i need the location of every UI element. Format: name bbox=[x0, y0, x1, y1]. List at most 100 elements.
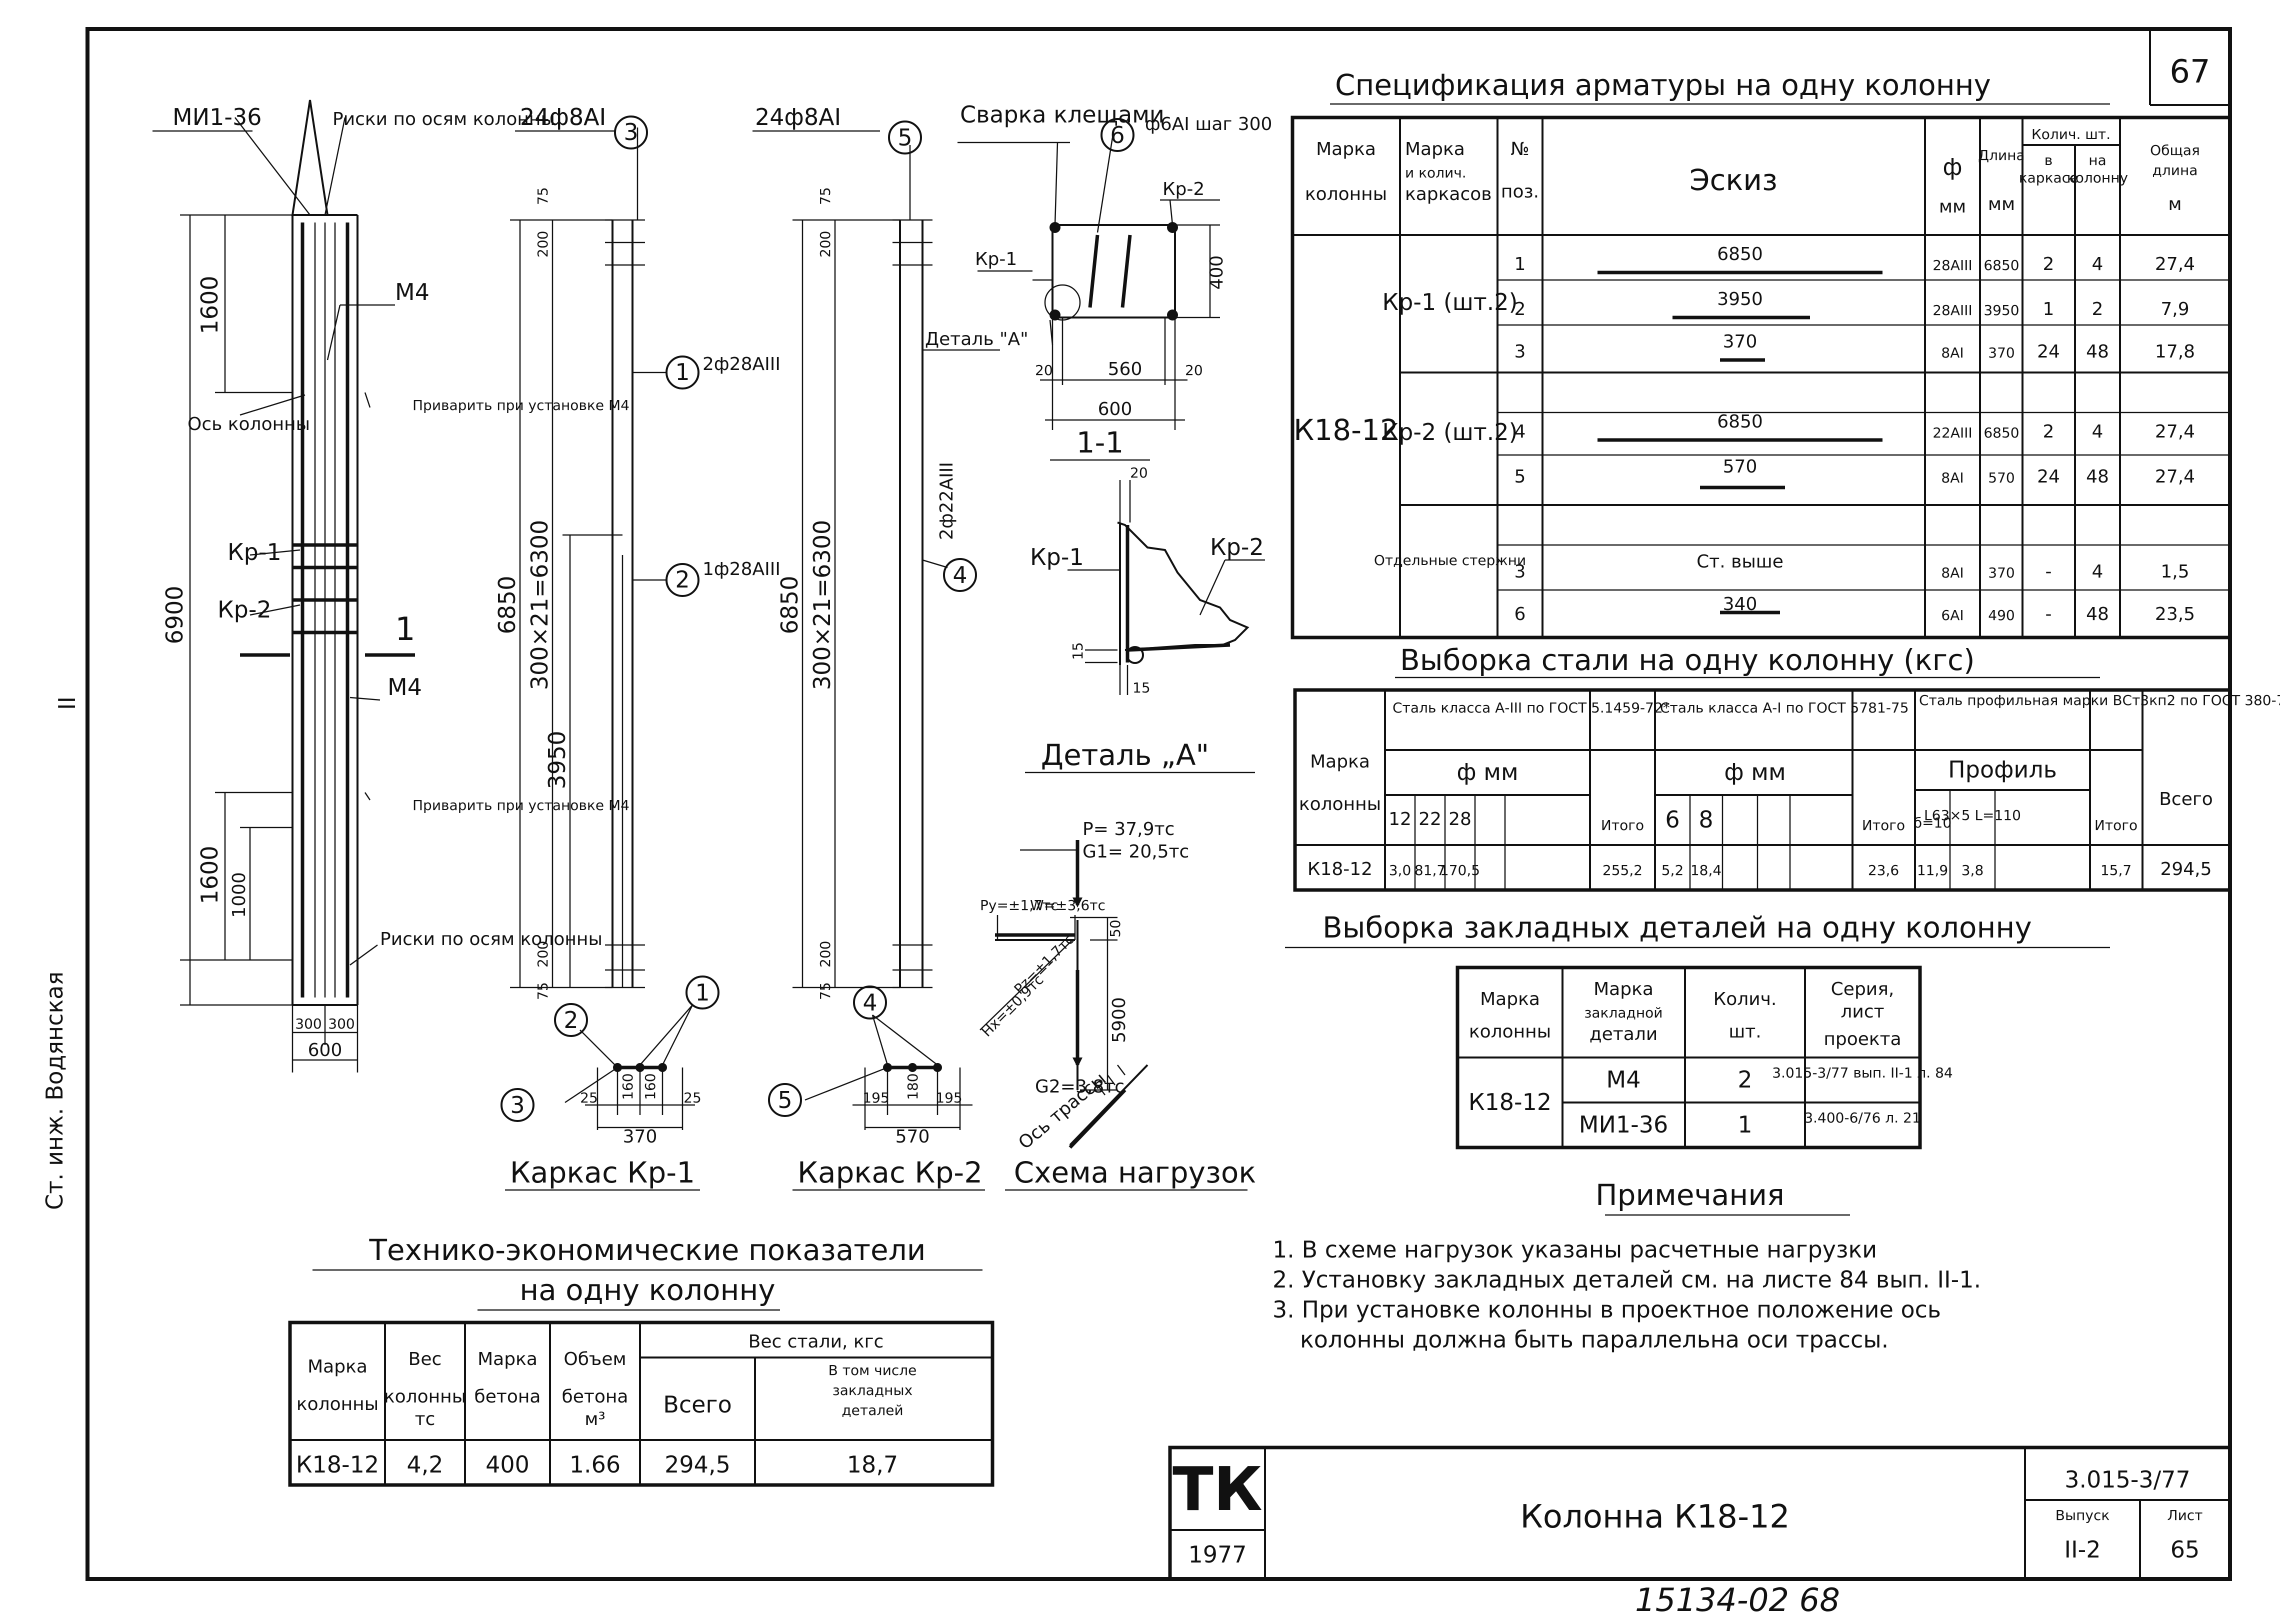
kr1-dim-3950: 3950 bbox=[544, 730, 570, 789]
kr1-w160-b: 160 bbox=[642, 1074, 658, 1100]
notes-title: Примечания bbox=[1596, 1178, 1784, 1212]
spec-cell: 2 bbox=[2043, 422, 2054, 442]
spec-cell: 48 bbox=[2086, 466, 2109, 487]
detail-kr1: Кр-1 bbox=[1030, 544, 1084, 570]
detail-caption: Деталь „А" bbox=[1041, 738, 1209, 772]
spec-cell: 4 bbox=[2092, 254, 2104, 274]
kr1-pos3-circle bbox=[614, 116, 648, 150]
steel-h-total: Всего bbox=[2159, 789, 2213, 810]
svg-text:№: № bbox=[1510, 139, 1529, 160]
side-mark: II bbox=[54, 696, 80, 710]
svg-text:м³: м³ bbox=[584, 1409, 606, 1430]
steel-profile: L63×5 L=110 bbox=[1924, 807, 2021, 824]
section-w600: 600 bbox=[1098, 399, 1132, 420]
section-h400: 400 bbox=[1206, 256, 1227, 290]
sheet-frame bbox=[86, 27, 2232, 1581]
embed-series: 3.400-6/76 л. 21 bbox=[1804, 1110, 1920, 1126]
svg-text:и колич.: и колич. bbox=[1405, 164, 1466, 181]
spec-cell: 1 bbox=[1514, 254, 1526, 274]
kr1-dim-step: 300×21=6300 bbox=[526, 520, 553, 690]
kr1-rebar: 24ф8АI bbox=[520, 104, 606, 130]
section-detail-label: Деталь "А" bbox=[925, 329, 1028, 350]
load-p: P= 37,9тс bbox=[1082, 819, 1174, 840]
spec-cell: 2 bbox=[1514, 299, 1526, 320]
tech-cell: 18,7 bbox=[847, 1451, 898, 1478]
svg-text:4: 4 bbox=[952, 562, 967, 588]
svg-text:5: 5 bbox=[778, 1086, 792, 1114]
svg-text:шт.: шт. bbox=[1728, 1022, 1761, 1042]
weld-note-top: Приварить при установке М4 bbox=[412, 397, 630, 414]
steel-cell: 3,0 bbox=[1389, 862, 1412, 878]
kr1-w25-b: 25 bbox=[684, 1090, 702, 1106]
svg-text:колонны: колонны bbox=[296, 1394, 378, 1414]
section-kr1-label: Кр-1 bbox=[975, 249, 1017, 270]
issue-number: II-2 bbox=[2064, 1536, 2101, 1563]
steel-h-a3: Сталь класса А-III по ГОСТ 5.1459-72* bbox=[1392, 700, 1670, 716]
dim-600: 600 bbox=[308, 1040, 342, 1060]
tech-cell: 294,5 bbox=[664, 1451, 730, 1478]
kr1-dim-200: 200 bbox=[534, 231, 551, 258]
load-g1: G1= 20,5тс bbox=[1082, 842, 1189, 862]
steel-cell: 3,8 bbox=[1962, 862, 1984, 878]
spec-cell: - bbox=[2046, 604, 2052, 624]
load-scheme bbox=[980, 840, 1148, 1149]
note-item: 2. Установку закладных деталей см. на ли… bbox=[1272, 1266, 1981, 1293]
steel-h-profile: Профиль bbox=[1948, 756, 2057, 783]
spec-cell: 570 bbox=[1723, 456, 1758, 477]
section-kr2-label: Кр-2 bbox=[1162, 179, 1204, 200]
kr1-cross-section bbox=[564, 1004, 695, 1130]
svg-text:Марка: Марка bbox=[308, 1356, 368, 1377]
load-caption: Схема нагрузок bbox=[1014, 1156, 1256, 1190]
spec-cell: 48 bbox=[2086, 604, 2109, 624]
column-elevation bbox=[180, 100, 415, 1072]
tech-title-2: на одну колонну bbox=[520, 1273, 775, 1307]
spec-cell: 28АIII bbox=[1932, 257, 1972, 274]
spec-cell: 340 bbox=[1723, 594, 1758, 614]
kr1-w370: 370 bbox=[623, 1126, 658, 1147]
column-m4-top: М4 bbox=[395, 278, 430, 306]
svg-text:2: 2 bbox=[564, 1006, 578, 1034]
steel-profile: б=10 bbox=[1914, 814, 1952, 831]
kr2-dim-6850: 6850 bbox=[776, 576, 803, 634]
svg-text:на: на bbox=[2088, 152, 2106, 168]
spec-cell: - bbox=[2046, 562, 2052, 582]
risk-top-label: Риски по осям колонны bbox=[332, 109, 555, 130]
steel-diameter: 6 bbox=[1665, 806, 1680, 833]
spec-cell: 22АIII bbox=[1932, 424, 1972, 441]
kr1-w160-a: 160 bbox=[620, 1074, 636, 1100]
steel-diameter: 12 bbox=[1388, 809, 1412, 830]
svg-text:4: 4 bbox=[862, 989, 877, 1016]
dim-1600-bottom: 1600 bbox=[196, 846, 223, 904]
detail-d20: 20 bbox=[1130, 464, 1148, 481]
kr2-w195-b: 195 bbox=[936, 1090, 962, 1106]
dim-6900: 6900 bbox=[161, 586, 188, 644]
svg-text:бетона: бетона bbox=[562, 1386, 628, 1407]
spec-cell: 4 bbox=[2092, 562, 2104, 582]
tech-title-1: Технико-экономические показатели bbox=[369, 1233, 926, 1267]
kr2-dim-200: 200 bbox=[817, 231, 834, 258]
steel-cell: 170,5 bbox=[1440, 862, 1480, 878]
spec-cell: 3950 bbox=[1717, 289, 1763, 310]
steel-diameter: 28 bbox=[1448, 809, 1472, 830]
steel-h-itogo-a3: Итого bbox=[1601, 817, 1644, 834]
spec-cell: 48 bbox=[2086, 342, 2109, 362]
spec-title: Спецификация арматуры на одну колонну bbox=[1335, 68, 1991, 102]
svg-text:закладной: закладной bbox=[1584, 1004, 1662, 1021]
column-mark: МИ1-36 bbox=[172, 104, 262, 130]
svg-text:Колич.: Колич. bbox=[1714, 989, 1777, 1010]
svg-text:Марка: Марка bbox=[1480, 989, 1540, 1010]
spec-cell: 2 bbox=[2043, 254, 2054, 274]
risk-bottom-label: Риски по осям колонны bbox=[380, 929, 602, 950]
svg-text:5: 5 bbox=[898, 124, 912, 151]
load-d50: 50 bbox=[1107, 920, 1124, 938]
svg-text:лист: лист bbox=[1840, 1002, 1884, 1022]
svg-text:каркасов: каркасов bbox=[1405, 184, 1492, 204]
tech-table bbox=[288, 1320, 994, 1487]
load-d5900: 5900 bbox=[1109, 997, 1130, 1043]
spec-cell: 8АI bbox=[1941, 564, 1964, 581]
spec-cell: 6850 bbox=[1984, 424, 2019, 441]
svg-text:длина: длина bbox=[2152, 162, 2198, 178]
kr2-w195-a: 195 bbox=[862, 1090, 889, 1106]
spec-h-sketch: Эскиз bbox=[1690, 163, 1778, 197]
series-code: 3.015-3/77 bbox=[2064, 1466, 2190, 1493]
